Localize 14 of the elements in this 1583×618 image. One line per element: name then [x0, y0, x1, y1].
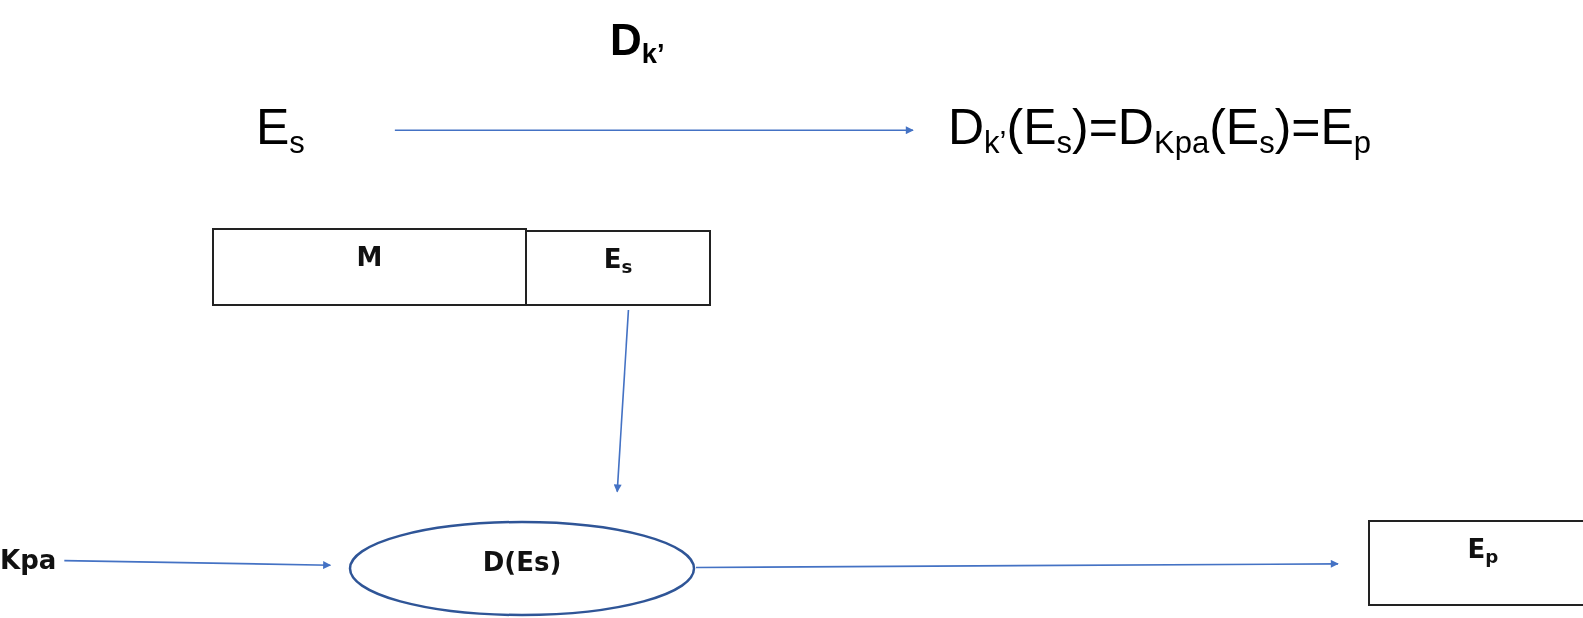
box-label: E$_{s}$ [603, 244, 633, 277]
box-label: E$_{p}$ [1467, 534, 1499, 567]
formula-text: E$_{s}$ [256, 100, 305, 161]
output-box [1368, 520, 1583, 606]
ellipse-label: D(Es) [482, 546, 562, 577]
message-box [212, 228, 527, 306]
arrow [695, 559, 1339, 569]
arrow [613, 309, 630, 493]
message-box [525, 230, 711, 306]
arrow [394, 126, 914, 135]
arrow [63, 559, 332, 570]
key-text: Kpa [0, 545, 57, 575]
formula-text: D$_{k’}$(E$_{s}$)=D$_{Kpa}$(E$_{s}$)=E$_{p}$ [948, 100, 1372, 161]
box-label: M [356, 242, 383, 272]
